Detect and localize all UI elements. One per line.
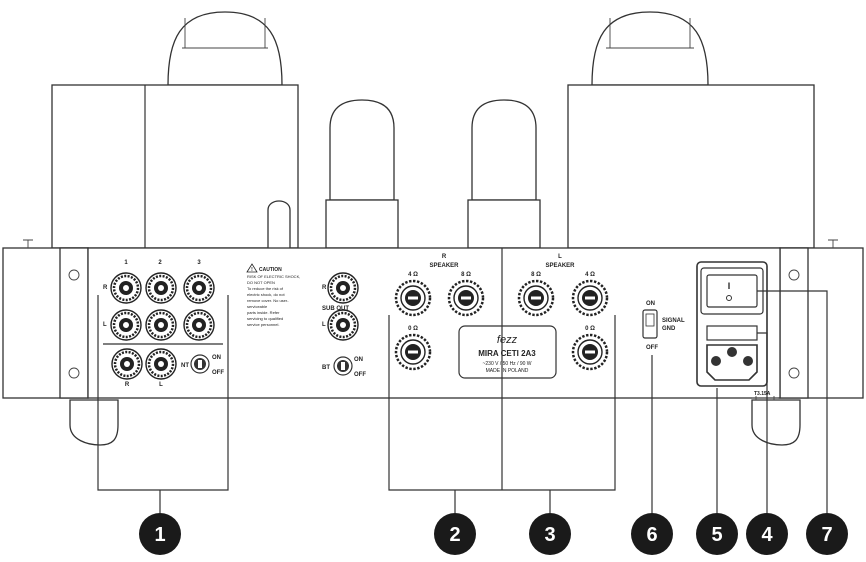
callout-number: 7 [821, 524, 832, 546]
speaker-terminal-l-4ohm[interactable] [571, 279, 609, 317]
sub-out-label: SUB OUT [322, 306, 349, 312]
svg-text:I: I [728, 281, 731, 291]
callout-badge-1: 1 [139, 513, 181, 555]
bt-switch[interactable] [333, 356, 353, 376]
rca-inputs [110, 272, 215, 380]
rca-jack-r2[interactable] [145, 272, 177, 304]
l-4ohm-label: 4 Ω [585, 272, 595, 278]
caution-line: electric shock, do not [247, 292, 285, 297]
signal-on-label: ON [646, 301, 655, 307]
rca-jack-r3[interactable] [183, 272, 215, 304]
fuse-holder[interactable] [706, 325, 758, 341]
rca-row-r: R [103, 285, 108, 291]
rca-col-1: 1 [124, 260, 128, 266]
iec-socket [706, 344, 758, 381]
caution-line: parts inside. Refer [247, 310, 280, 315]
callout-badge-7: 7 [806, 513, 848, 555]
caution-line: service personnel. [247, 322, 279, 327]
power-switch[interactable] [706, 274, 758, 308]
caution-line: remove cover. No user- [247, 298, 289, 303]
speaker-terminal-r-0ohm[interactable] [394, 333, 432, 371]
plate-model: MIRA CETI 2A3 [478, 349, 536, 358]
rca-jack-bottom-l[interactable] [145, 348, 177, 380]
speaker-terminal-l-0ohm[interactable] [571, 333, 609, 371]
callout-badges: 1 2 3 6 5 4 7 [139, 513, 848, 555]
speaker-r-title: R [442, 254, 447, 260]
right-transformer [567, 11, 815, 249]
caution-line: servicing to qualified [247, 316, 283, 321]
feet [69, 399, 801, 446]
sub-out-jacks [327, 272, 359, 341]
caution-title: CAUTION [259, 267, 282, 273]
tube-left [325, 99, 399, 249]
power-inlet-module: I [696, 261, 768, 387]
callout-number: 1 [154, 524, 165, 546]
svg-text:!: ! [251, 267, 253, 273]
caution-line: serviceable [247, 304, 268, 309]
callout-number: 5 [711, 524, 722, 546]
callout-number: 4 [761, 524, 773, 546]
rca-jack-l2[interactable] [145, 309, 177, 341]
sub-out-r: R [322, 285, 327, 291]
speaker-terminal-l-8ohm[interactable] [517, 279, 555, 317]
bt-off-label: OFF [354, 372, 366, 378]
bt-on-label: ON [354, 357, 363, 363]
left-transformer [51, 11, 299, 249]
l-8ohm-label: 8 Ω [531, 272, 541, 278]
signal-gnd-switch[interactable] [642, 309, 658, 339]
rca-jack-r1[interactable] [110, 272, 142, 304]
caution-line: RISK OF ELECTRIC SHOCK, [247, 274, 300, 279]
speaker-terminal-r-8ohm[interactable] [447, 279, 485, 317]
sub-out-jack-l[interactable] [327, 309, 359, 341]
nt-off-label: OFF [212, 370, 224, 376]
callout-badge-3: 3 [529, 513, 571, 555]
nt-switch[interactable] [190, 354, 210, 374]
rca-bottom-r: R [125, 382, 130, 388]
right-side-bracket [779, 239, 864, 399]
callout-number: 6 [646, 524, 657, 546]
rca-jack-l1[interactable] [110, 309, 142, 341]
speaker-terminals [394, 279, 609, 371]
speaker-l-title: L [558, 254, 562, 260]
r-0ohm-label: 0 Ω [408, 326, 418, 332]
sub-out-jack-r[interactable] [327, 272, 359, 304]
caution-line: To reduce the risk of [247, 286, 284, 291]
signal-gnd-label-2: GND [662, 326, 676, 332]
rca-bottom-l: L [159, 382, 163, 388]
fuse-rating: T3.15A [754, 391, 771, 397]
left-side-bracket [2, 239, 89, 399]
rca-row-l: L [103, 322, 107, 328]
plate-origin: MADE IN POLAND [486, 368, 529, 374]
signal-off-label: OFF [646, 345, 658, 351]
rca-jack-bottom-r[interactable] [111, 348, 143, 380]
caution-label: ! CAUTION RISK OF ELECTRIC SHOCK,DO NOT … [246, 263, 300, 327]
callout-number: 3 [544, 524, 555, 546]
callout-badge-5: 5 [696, 513, 738, 555]
r-8ohm-label: 8 Ω [461, 272, 471, 278]
speaker-r-sub: SPEAKER [429, 263, 459, 269]
callout-badge-6: 6 [631, 513, 673, 555]
callout-badge-2: 2 [434, 513, 476, 555]
plate-logo: fezz [497, 334, 518, 346]
speaker-terminal-r-4ohm[interactable] [394, 279, 432, 317]
plate-spec: ~230 V / 50 Hz / 90 W [482, 361, 531, 367]
speaker-l-sub: SPEAKER [545, 263, 575, 269]
nt-on-label: ON [212, 355, 221, 361]
model-plate: fezz MIRA CETI 2A3 ~230 V / 50 Hz / 90 W… [458, 325, 557, 379]
callout-badge-4: 4 [746, 513, 788, 555]
callout-number: 2 [449, 524, 460, 546]
l-0ohm-label: 0 Ω [585, 326, 595, 332]
leader-lines [97, 248, 828, 513]
bt-label: BT [322, 365, 330, 371]
sub-out-l: L [322, 322, 326, 328]
nt-label: NT [181, 363, 189, 369]
signal-gnd-label-1: SIGNAL [662, 318, 685, 324]
tube-right [467, 99, 541, 249]
r-4ohm-label: 4 Ω [408, 272, 418, 278]
rca-jack-l3[interactable] [183, 309, 215, 341]
rca-col-3: 3 [197, 260, 201, 266]
rca-col-2: 2 [158, 260, 162, 266]
caution-line: DO NOT OPEN [247, 280, 275, 285]
